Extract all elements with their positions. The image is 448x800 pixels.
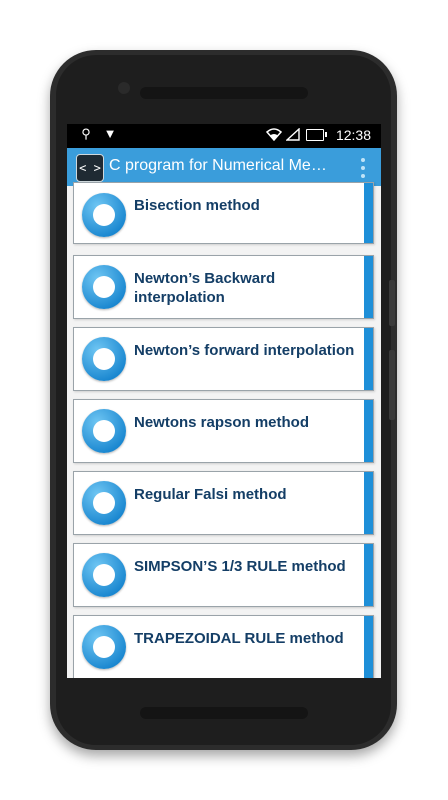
volume-button	[389, 280, 395, 326]
list-item-label: SIMPSON’S 1/3 RULE method	[134, 558, 346, 575]
bottom-speaker	[140, 707, 308, 719]
list-item-label: TRAPEZOIDAL RULE method	[134, 630, 344, 647]
radio-circle-icon	[82, 553, 126, 597]
list-item-simpson[interactable]: SIMPSON’S 1/3 RULE method	[73, 543, 374, 607]
list-item-label: Bisection method	[134, 197, 260, 214]
card-accent	[364, 400, 373, 462]
list-item-newton-backward[interactable]: Newton’s Backward interpolation	[73, 255, 374, 319]
list-item-bisection[interactable]: Bisection method	[73, 182, 374, 244]
app-title: C program for Numerical Met…	[109, 157, 329, 174]
radio-circle-icon	[82, 193, 126, 237]
card-accent	[364, 183, 373, 243]
card-accent	[364, 472, 373, 534]
list-item-newton-forward[interactable]: Newton’s forward interpolation	[73, 327, 374, 391]
radio-circle-icon	[82, 337, 126, 381]
card-accent	[364, 256, 373, 318]
screen: ⚲ ▼ 12:38 < > C program for Numerical Me…	[67, 124, 381, 678]
power-button	[389, 350, 395, 420]
app-logo-icon: < >	[76, 154, 104, 182]
radio-circle-icon	[82, 625, 126, 669]
card-accent	[364, 616, 373, 678]
radio-circle-icon	[82, 265, 126, 309]
radio-circle-icon	[82, 481, 126, 525]
list-item-label: Newton’s Backward interpolation	[134, 270, 276, 306]
radio-circle-icon	[82, 409, 126, 453]
list-item-trapezoidal[interactable]: TRAPEZOIDAL RULE method	[73, 615, 374, 678]
list-item-regular-falsi[interactable]: Regular Falsi method	[73, 471, 374, 535]
list-item-label: Newtons rapson method	[134, 414, 310, 431]
wifi-icon	[265, 128, 283, 142]
list-item-newtons-rapson[interactable]: Newtons rapson method	[73, 399, 374, 463]
app-bar: < > C program for Numerical Met…	[67, 148, 381, 186]
signal-icon	[285, 127, 300, 142]
card-accent	[364, 544, 373, 606]
list-item-label: Regular Falsi method	[134, 486, 287, 503]
list-item-label: Newton’s forward interpolation	[134, 342, 355, 359]
card-accent	[364, 328, 373, 390]
battery-icon	[305, 129, 327, 141]
usb-icon: ⚲	[81, 126, 91, 141]
top-speaker	[140, 87, 308, 99]
front-camera	[118, 82, 130, 94]
status-time: 12:38	[335, 127, 371, 143]
overflow-menu-icon[interactable]	[361, 158, 367, 178]
status-bar: ⚲ ▼ 12:38	[67, 124, 381, 148]
notification-icon: ▼	[103, 126, 117, 141]
